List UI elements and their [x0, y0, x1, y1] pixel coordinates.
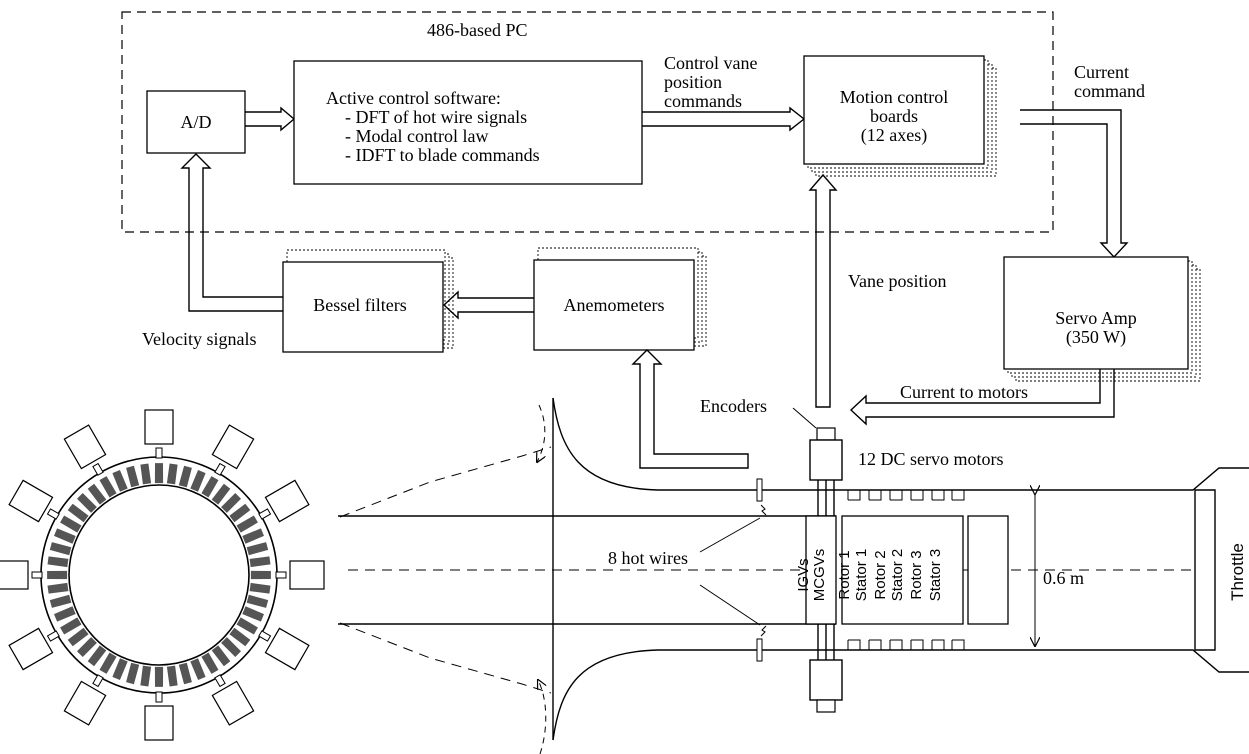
current-command-line-1: Current — [1074, 62, 1129, 82]
hot-wires-label: 8 hot wires — [608, 548, 688, 568]
ad-box — [146, 90, 246, 154]
ring-motor-8 — [8, 627, 60, 671]
encoders-label: Encoders — [700, 396, 767, 416]
dimension-label: 0.6 m — [1043, 568, 1084, 588]
arrow-bessel-to-ad — [180, 153, 283, 312]
arrow-anemometers-to-bessel — [442, 290, 534, 320]
ring-motor-7 — [63, 674, 107, 726]
bessel-box — [282, 261, 444, 353]
servo-motor-bottom — [809, 624, 843, 713]
throttle-body — [1194, 489, 1216, 651]
stage-label-0: IGVs — [795, 558, 812, 591]
current-to-motors-label: Current to motors — [900, 382, 1028, 402]
stage-label-7: Stator 3 — [927, 549, 944, 602]
servo-motor-top — [809, 427, 843, 516]
vane-commands-line-3: commands — [664, 91, 742, 111]
ring-motor-6 — [144, 691, 174, 741]
stage-label-4: Rotor 2 — [872, 550, 889, 599]
servo-amp-stack — [1003, 256, 1201, 382]
ring-motor-0 — [144, 409, 174, 459]
ring-motor-1 — [211, 424, 255, 476]
anemometers-stack — [533, 247, 707, 351]
pc-label: 486-based PC — [427, 20, 528, 40]
servo-line-1: Servo Amp — [1055, 308, 1137, 328]
ring-motor-11 — [63, 424, 107, 476]
bessel-label: Bessel filters — [313, 295, 406, 315]
stage-label-1: MCGVs — [811, 549, 828, 602]
motion-box — [803, 55, 985, 165]
vane-position-label: Vane position — [848, 271, 947, 291]
ring-motor-10 — [8, 479, 60, 523]
vane-commands-line-2: position — [664, 72, 722, 92]
arrow-software-to-motion — [642, 106, 806, 132]
ring-motor-2 — [258, 479, 310, 523]
arrow-vane-position — [808, 173, 838, 408]
ring-motor-5 — [211, 674, 255, 726]
arrow-ad-to-software — [245, 106, 296, 132]
software-box — [293, 60, 643, 185]
motion-line-3: (12 axes) — [861, 125, 927, 146]
vane-commands-line-1: Control vane — [664, 53, 757, 73]
arrow-current-to-motors — [849, 369, 1115, 426]
software-item-3: - IDFT to blade commands — [345, 145, 540, 165]
software-item-2: - Modal control law — [345, 126, 488, 146]
motion-line-2: boards — [870, 106, 918, 126]
anemometers-label: Anemometers — [564, 295, 665, 315]
software-item-1: - DFT of hot wire signals — [345, 107, 527, 127]
stage-block — [805, 490, 965, 650]
ring-motor-4 — [258, 627, 310, 671]
servo-line-2: (350 W) — [1066, 327, 1126, 348]
servo-motors-label: 12 DC servo motors — [858, 449, 1004, 469]
velocity-signals-label: Velocity signals — [142, 329, 257, 349]
pc-boundary — [121, 11, 1054, 233]
throttle-label: Throttle — [1228, 543, 1247, 601]
motion-boards-stack — [803, 55, 997, 177]
current-command-line-2: command — [1074, 81, 1145, 101]
bessel-stack — [282, 249, 454, 353]
ring-motor-3 — [275, 560, 325, 590]
anemometers-box — [533, 259, 695, 351]
arrow-current-command — [1020, 109, 1129, 259]
software-title: Active control software: — [326, 88, 501, 108]
stage-label-2: Rotor 1 — [836, 550, 853, 599]
downstream-block — [967, 515, 1009, 625]
compressor-duct — [338, 397, 1249, 754]
ad-label: A/D — [181, 112, 212, 132]
annulus-ring-view — [0, 409, 325, 741]
ring-motor-9 — [0, 560, 43, 590]
encoders-leader — [792, 407, 817, 429]
hot-wire-probes — [699, 478, 767, 662]
stage-label-3: Stator 1 — [853, 549, 870, 602]
servo-box — [1003, 256, 1189, 370]
stage-label-6: Rotor 3 — [908, 550, 925, 599]
stage-label-5: Stator 2 — [889, 549, 906, 602]
arrow-hotwire-to-anemometers — [631, 349, 749, 469]
motion-line-1: Motion control — [840, 87, 949, 107]
